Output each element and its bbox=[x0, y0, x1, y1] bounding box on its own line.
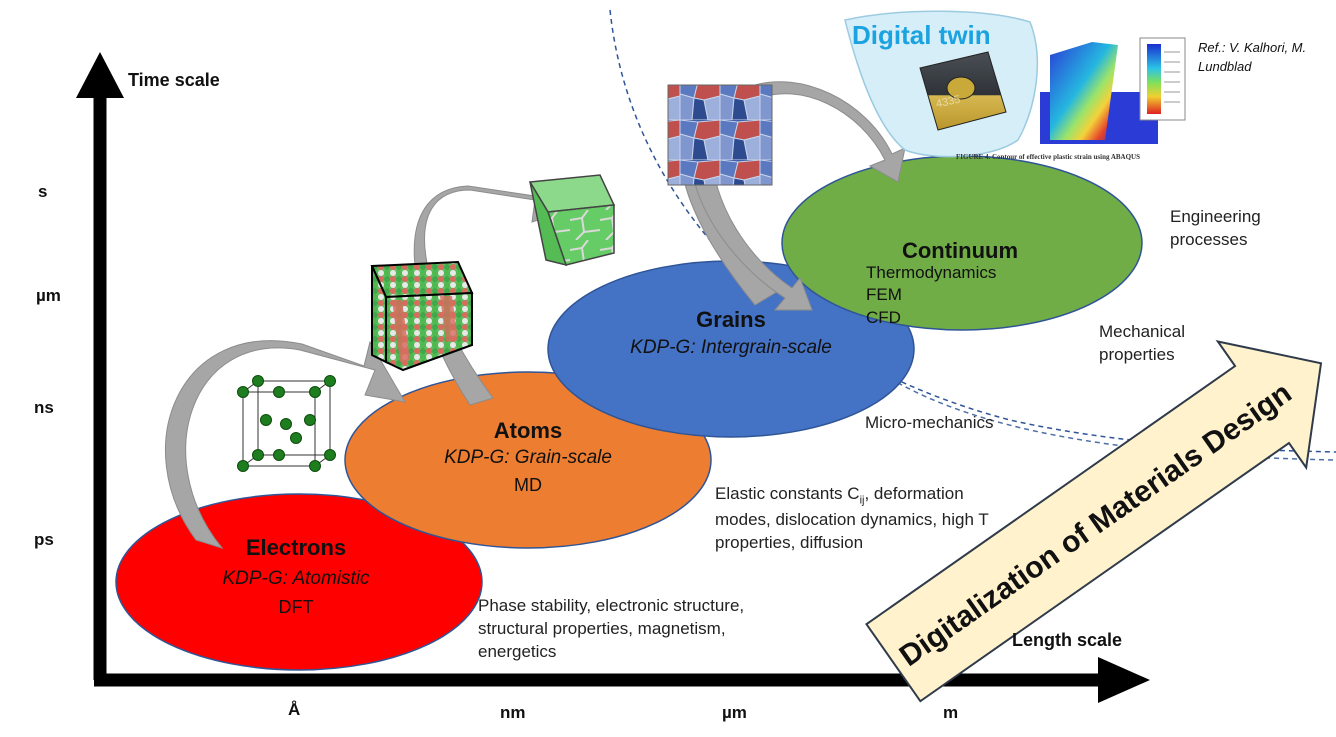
digital-twin-title: Digital twin bbox=[852, 20, 991, 50]
x-tick-angstrom: Å bbox=[288, 700, 301, 719]
grains-kdp: KDP-G: Intergrain-scale bbox=[630, 337, 832, 358]
electrons-kdp: KDP-G: Atomistic bbox=[222, 568, 370, 589]
x-tick-m: m bbox=[943, 703, 959, 722]
x-axis-label: Length scale bbox=[1012, 630, 1123, 650]
atoms-properties-rest: modes, dislocation dynamics, high T prop… bbox=[715, 510, 989, 552]
atoms-kdp: KDP-G: Grain-scale bbox=[444, 447, 612, 468]
continuum-engineering: Engineering processes bbox=[1170, 207, 1261, 249]
fem-simulation-image bbox=[1040, 37, 1186, 144]
x-tick-um: µm bbox=[722, 703, 747, 722]
y-tick-um: µm bbox=[36, 286, 61, 305]
y-tick-s: s bbox=[38, 182, 48, 201]
grain-cube-image bbox=[528, 174, 616, 267]
continuum-method-thermo: Thermodynamics bbox=[866, 263, 997, 282]
y-axis-arrowhead bbox=[76, 52, 124, 98]
grains-properties: Micro-mechanics bbox=[865, 413, 994, 432]
electrons-method: DFT bbox=[278, 597, 314, 617]
x-tick-nm: nm bbox=[500, 703, 526, 722]
curved-arrow-electrons-to-atoms bbox=[164, 340, 406, 549]
cutting-insert-image bbox=[919, 51, 1007, 131]
electrons-properties: Phase stability, electronic structure, s… bbox=[478, 596, 745, 661]
grain-microstructure-image bbox=[667, 84, 773, 186]
y-tick-ps: ps bbox=[34, 530, 54, 549]
y-axis-label: Time scale bbox=[128, 70, 220, 90]
continuum-title: Continuum bbox=[901, 238, 1019, 263]
atomistic-cube-image bbox=[370, 260, 474, 372]
reference-note: Ref.: V. Kalhori, M. Lundblad bbox=[1198, 40, 1307, 74]
fem-figure-caption: FIGURE 4. Contour of effective plastic s… bbox=[956, 153, 1141, 161]
continuum-method-fem: FEM bbox=[866, 285, 902, 304]
y-tick-ns: ns bbox=[34, 398, 54, 417]
crystal-unit-cell-image bbox=[237, 375, 336, 472]
continuum-mechanical: Mechanical properties bbox=[1099, 322, 1185, 364]
x-axis-arrowhead bbox=[1098, 657, 1150, 703]
electrons-title: Electrons bbox=[245, 535, 347, 560]
atoms-method: MD bbox=[514, 475, 542, 495]
atoms-title: Atoms bbox=[493, 418, 563, 443]
digitalization-banner-arrow bbox=[865, 339, 1323, 703]
atoms-properties-line1: Elastic constants Cij, deformation bbox=[715, 484, 964, 507]
continuum-method-cfd: CFD bbox=[866, 308, 901, 327]
grains-title: Grains bbox=[696, 307, 766, 332]
